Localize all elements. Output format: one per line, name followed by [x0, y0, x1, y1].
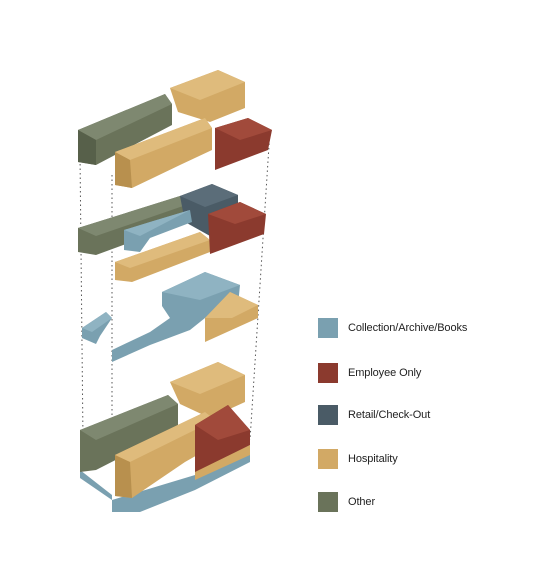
legend-item-other: Other: [318, 490, 375, 514]
level-1-collection-base: [80, 452, 250, 512]
legend-item-retail: Retail/Check-Out: [318, 403, 430, 427]
legend-swatch: [318, 449, 338, 469]
level-1-hospitality-wing: [115, 412, 215, 498]
legend-item-hospitality: Hospitality: [318, 447, 398, 471]
legend-item-collection: Collection/Archive/Books: [318, 316, 467, 340]
legend-swatch: [318, 492, 338, 512]
legend-item-employee: Employee Only: [318, 361, 421, 385]
legend-label: Collection/Archive/Books: [348, 322, 468, 334]
legend-label: Other: [348, 496, 376, 508]
legend-swatch: [318, 363, 338, 383]
legend-label: Retail/Check-Out: [348, 409, 431, 421]
legend-label: Employee Only: [348, 367, 422, 379]
level-1: [80, 362, 250, 512]
legend-swatch: [318, 405, 338, 425]
level-3-collection-block: [124, 210, 192, 252]
level-3: [78, 184, 266, 282]
level-2: [82, 272, 258, 362]
legend-label: Hospitality: [348, 453, 398, 465]
level-4: [78, 70, 272, 188]
legend-swatch: [318, 318, 338, 338]
guide-lines: [79, 129, 271, 455]
